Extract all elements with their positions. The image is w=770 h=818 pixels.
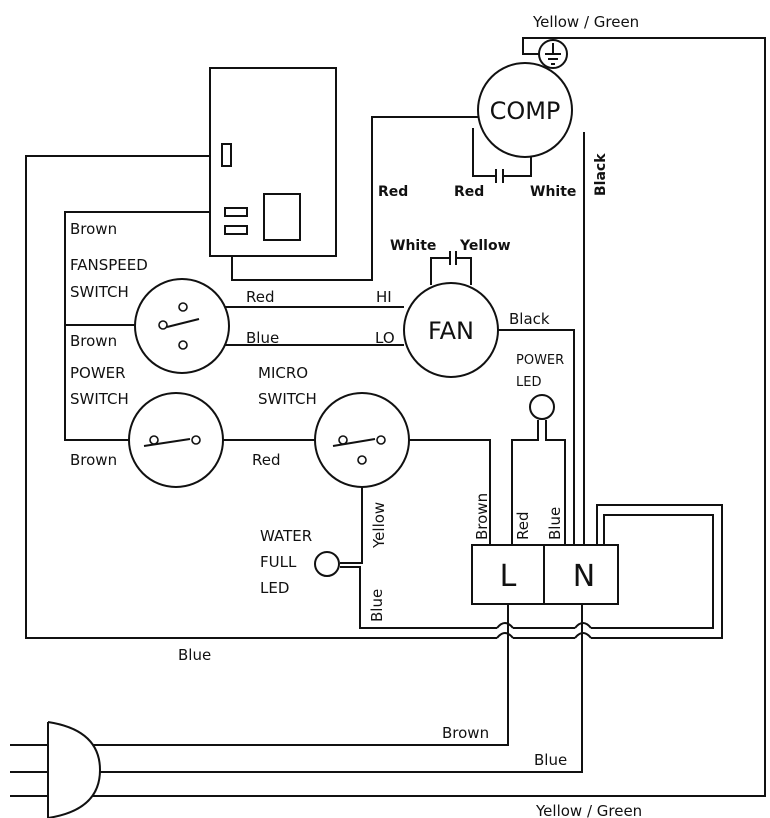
micro-switch-contact-1 (338, 435, 348, 445)
fanspeed-switch-contact-common (158, 320, 168, 330)
blue-outer-wire-hop (496, 632, 514, 639)
brown-power-label: Brown (70, 451, 117, 469)
red-comp-wire (231, 116, 478, 281)
power-led-red-wire (511, 420, 539, 545)
blue-water-label: Blue (368, 589, 386, 622)
micro-switch-contact-2 (376, 435, 386, 445)
fanspeed-switch-contact-lo (178, 340, 188, 350)
brown-plug-label: Brown (442, 724, 489, 742)
micro-switch-contact-3 (357, 455, 367, 465)
power-led-blue-wire (545, 420, 566, 545)
red-comp-left-label: Red (378, 184, 408, 200)
micro-switch-label-2: SWITCH (258, 390, 317, 408)
plug-blue-wire (10, 604, 583, 773)
micro-switch-label-1: MICRO (258, 364, 308, 382)
fanspeed-switch-label-2: SWITCH (70, 283, 129, 301)
blue-plug-label: Blue (534, 751, 567, 769)
white-comp-cap-label: White (530, 184, 576, 200)
fanspeed-switch-label-1: FANSPEED (70, 256, 148, 274)
compressor-label: COMP (490, 97, 561, 125)
fanspeed-switch-contact-hi (178, 302, 188, 312)
power-switch-contact-2 (191, 435, 201, 445)
ground-wire (10, 37, 766, 797)
blue-water-hop (496, 622, 514, 629)
yellow-green-top-label: Yellow / Green (532, 13, 639, 31)
blue-outer-wire-right (591, 504, 723, 639)
red-comp-cap-label: Red (454, 184, 484, 200)
blue-outer-wire (25, 155, 497, 639)
fanspeed-switch (134, 278, 230, 374)
terminal-n-label: N (573, 559, 595, 594)
power-led-label-1: POWER (516, 353, 564, 368)
white-fan-cap-label: White (390, 238, 436, 254)
plug-brown-wire (10, 604, 509, 746)
fan-cap-wire (430, 257, 472, 285)
lo-label: LO (375, 329, 395, 347)
red-micro-label: Red (252, 451, 281, 469)
fan-label: FAN (428, 317, 474, 345)
fan-motor (403, 282, 499, 378)
water-full-led-label-2: FULL (260, 553, 297, 571)
red-vertical-label: Red (514, 512, 532, 541)
yellow-fan-cap-label: Yellow (459, 238, 511, 254)
micro-out-wire (381, 439, 491, 545)
black-comp-label: Black (593, 153, 609, 196)
brown-vertical-label: Brown (473, 493, 491, 540)
red-hi-label: Red (246, 288, 275, 306)
power-led-label-2: LED (516, 375, 541, 390)
micro-switch-lever (332, 438, 376, 447)
power-led (529, 394, 555, 420)
water-full-led-label-1: WATER (260, 527, 312, 545)
blue-bottom-label: Blue (178, 646, 211, 664)
terminal-l-label: L (500, 559, 517, 594)
power-switch (128, 392, 224, 488)
yellow-micro-label: Yellow (370, 502, 388, 549)
yellow-green-bottom-label: Yellow / Green (535, 802, 642, 818)
control-board-terminal-1 (221, 143, 232, 167)
control-board-relay (263, 193, 301, 241)
yellow-micro-wire (340, 460, 363, 564)
control-board-terminal-3 (224, 225, 248, 235)
blue-lo-label: Blue (246, 329, 279, 347)
brown-fan-label: Brown (70, 332, 117, 350)
power-switch-label-1: POWER (70, 364, 126, 382)
n-return-wire (591, 514, 714, 629)
power-plug (47, 721, 102, 818)
power-switch-label-2: SWITCH (70, 390, 129, 408)
blue-water-wire (340, 566, 497, 629)
black-fan-label: Black (509, 310, 550, 328)
fanspeed-switch-lever (166, 318, 200, 328)
water-full-led (314, 551, 340, 577)
hi-label: HI (376, 288, 392, 306)
blue-vertical-label: Blue (546, 507, 564, 540)
compressor (477, 62, 573, 158)
power-switch-lever (143, 438, 191, 447)
brown-top-label: Brown (70, 220, 117, 238)
micro-switch (314, 392, 410, 488)
fan-black-wire (494, 329, 575, 545)
control-board-terminal-2 (224, 207, 248, 217)
power-switch-contact-1 (149, 435, 159, 445)
water-full-led-label-3: LED (260, 579, 289, 597)
